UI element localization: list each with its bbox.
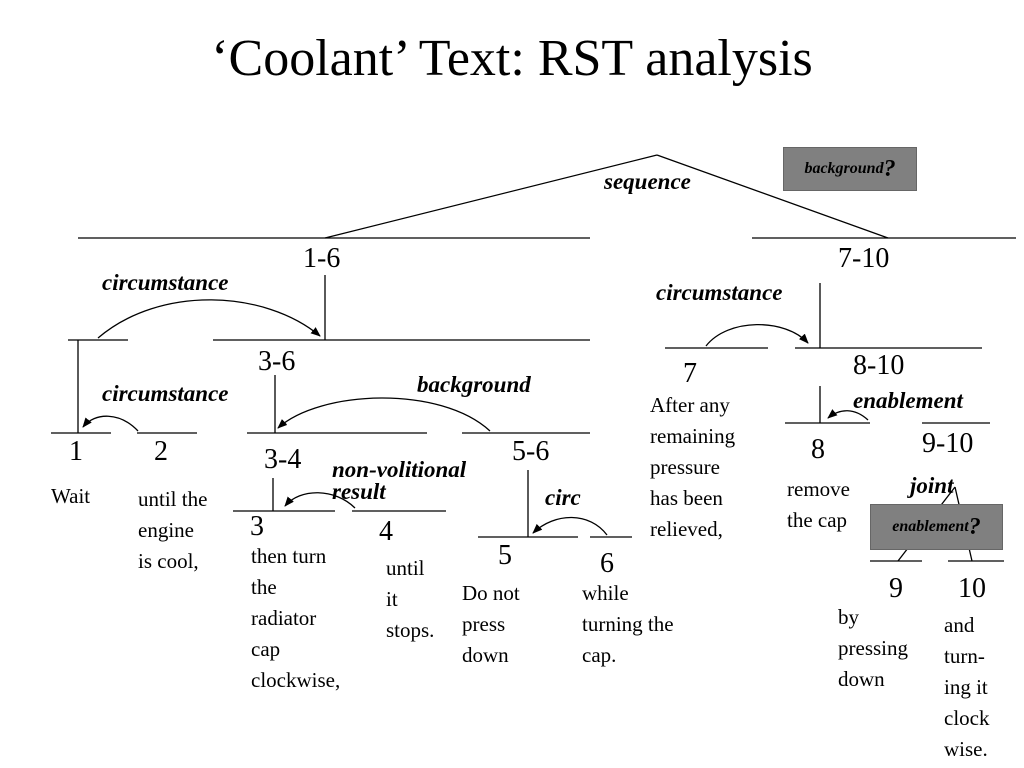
background-question-box: background?: [783, 147, 917, 191]
node-label-8: 8: [811, 434, 825, 465]
span-label-3-4: 3-4: [264, 444, 302, 475]
segment-1-text: Wait: [51, 484, 91, 508]
span-label-5-6: 5-6: [512, 436, 550, 467]
node-label-1: 1: [69, 436, 83, 467]
node-label-3: 3: [250, 511, 264, 542]
circ-arrow-5-6: [532, 516, 608, 536]
segment-5-text: Do not press down: [462, 581, 520, 667]
node-label-2: 2: [154, 436, 168, 467]
segment-9-text: by pressing down: [838, 605, 908, 691]
relation-label-enablement: enablement: [853, 388, 963, 413]
segment-8-text: remove the cap: [787, 477, 850, 532]
segment-7-text: After any remaining pressure has been re…: [650, 393, 736, 541]
sequence-line-right: [656, 154, 889, 239]
node-label-7: 7: [683, 358, 697, 389]
relation-label-joint: joint: [910, 473, 954, 498]
relation-label-circ: circ: [545, 485, 581, 510]
relation-label-circumstance-7-10: circumstance: [656, 280, 783, 305]
segment-6-text: while turning the cap.: [582, 581, 674, 667]
segment-3-text: then turn the radiator cap clockwise,: [251, 544, 341, 692]
sequence-line-left: [324, 154, 658, 239]
span-label-3-6: 3-6: [258, 346, 296, 377]
enablement-arrow: [827, 409, 869, 421]
segment-4-text: until it stops.: [386, 556, 435, 642]
relation-label-nonvolitional: non-volitional: [332, 457, 467, 482]
page-title: ‘Coolant’ Text: RST analysis: [211, 30, 813, 87]
segment-2-text: until the engine is cool,: [138, 487, 208, 573]
circumstance-arrow-7-10: [705, 323, 809, 347]
node-label-10: 10: [958, 573, 986, 604]
background-arrow: [277, 397, 491, 432]
circumstance-arrow-1-6: [97, 299, 321, 339]
span-label-1-6: 1-6: [303, 243, 341, 274]
enablement-question-box: enablement?: [870, 504, 1003, 550]
relation-label-circumstance-1-6: circumstance: [102, 270, 229, 295]
segment-10-text: and turn- ing it clock wise.: [944, 613, 990, 761]
span-label-8-10: 8-10: [853, 350, 905, 381]
relation-label-background: background: [417, 372, 531, 397]
node-label-6: 6: [600, 548, 614, 579]
span-label-9-10: 9-10: [922, 428, 974, 459]
relation-label-result: result: [332, 479, 386, 504]
circumstance-arrow-1-2: [82, 415, 139, 432]
node-label-9: 9: [889, 573, 903, 604]
node-label-4: 4: [379, 516, 393, 547]
relation-label-circumstance-1-2: circumstance: [102, 381, 229, 406]
node-label-5: 5: [498, 540, 512, 571]
nonvolitional-result-arrow: [284, 492, 356, 509]
span-label-7-10: 7-10: [838, 243, 890, 274]
relation-label-sequence: sequence: [604, 169, 691, 194]
